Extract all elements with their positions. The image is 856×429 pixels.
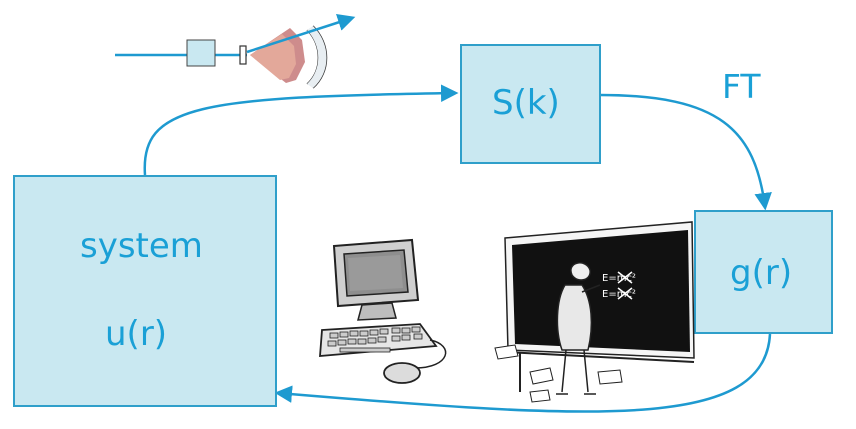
keyboard-keys [327, 326, 423, 353]
pinhole-slit [239, 45, 247, 65]
gr-box: g(r) [694, 210, 833, 334]
equation-1: E=mc² [602, 273, 636, 284]
sk-box: S(k) [460, 44, 601, 164]
ft-label: FT [722, 67, 761, 106]
gr-label: g(r) [730, 253, 793, 293]
monitor-stand [357, 302, 397, 321]
scattering-cone-front [250, 34, 296, 80]
scientist-figure [556, 262, 601, 395]
system-box: system u(r) [13, 175, 277, 407]
sk-label: S(k) [492, 83, 560, 123]
mouse [383, 362, 421, 384]
system-label: system [80, 226, 203, 266]
detector-shell-inner [306, 29, 319, 85]
crossed-out-marks [617, 271, 633, 300]
chalkboard [512, 230, 690, 352]
arrow-gr-to-system [274, 333, 772, 413]
scattered-beam [246, 13, 356, 54]
arrow-system-to-sk [143, 84, 459, 176]
ur-label: u(r) [105, 314, 168, 354]
detector-shell-fill [307, 26, 327, 88]
mouse-cable [414, 339, 447, 369]
monitor-screen-bezel [348, 255, 403, 291]
chalk-tray [505, 351, 695, 363]
scattered-papers [494, 344, 623, 403]
equation-2: E=mc² [602, 289, 636, 300]
sample-block [186, 39, 216, 67]
arrow-sk-to-gr [599, 93, 772, 211]
